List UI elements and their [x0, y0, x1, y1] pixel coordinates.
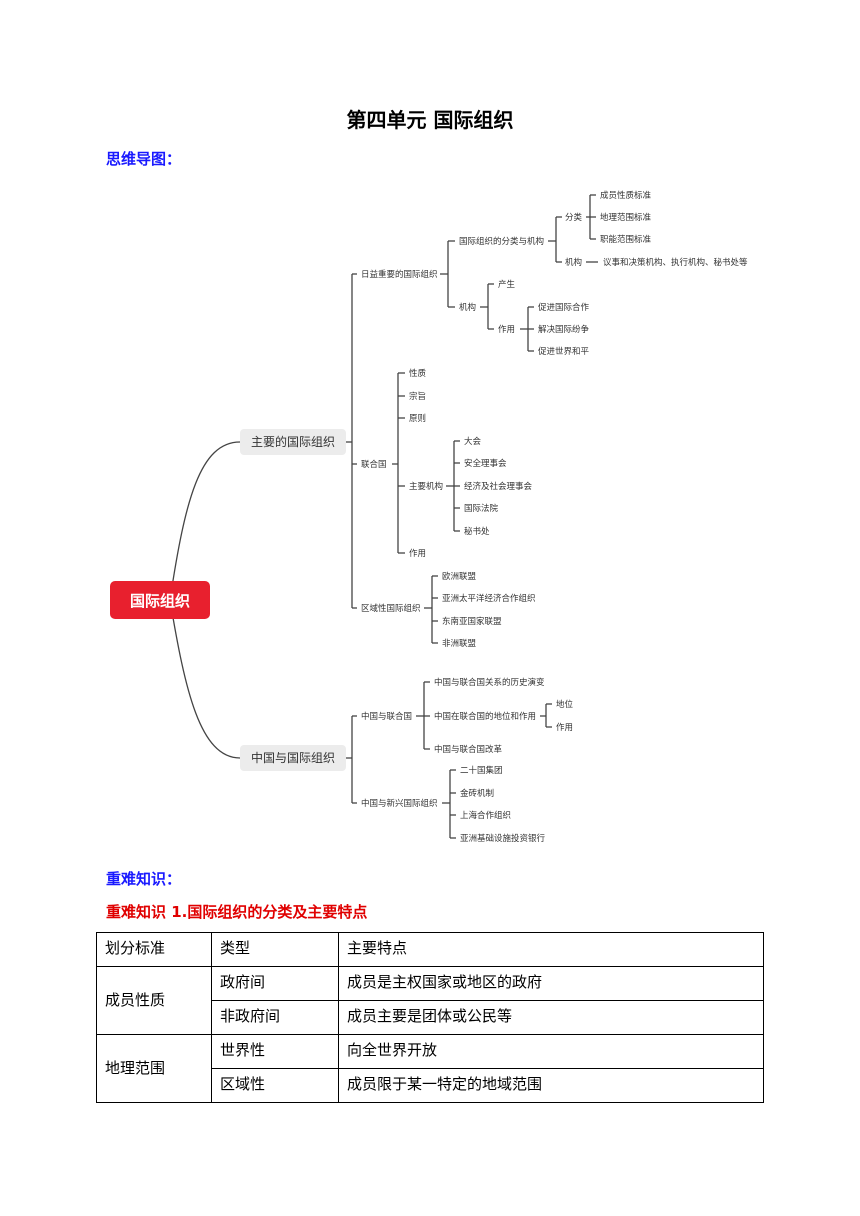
root-label: 国际组织: [130, 592, 190, 610]
node-label: 地位: [556, 699, 574, 710]
node-label: 中国与联合国改革: [434, 744, 503, 755]
node-label: 经济及社会理事会: [464, 481, 533, 492]
mind-map: 国际组织 主要的国际组织 中国与国际组织 日益重要的国际组织 国际组织的分类与机…: [110, 190, 748, 844]
table-cell-type: 政府间: [211, 966, 339, 1001]
node-label: 产生: [498, 279, 516, 290]
node-label: 议事和决策机构、执行机构、秘书处等: [603, 257, 748, 268]
page-title: 第四单元 国际组织: [346, 108, 514, 132]
node-label: 原则: [409, 413, 426, 424]
node-label: 中国在联合国的地位和作用: [434, 711, 536, 722]
table-cell-type: 世界性: [211, 1034, 339, 1069]
table-row: 成员性质 政府间 成员是主权国家或地区的政府: [96, 966, 764, 1035]
classification-table: 划分标准 类型 主要特点 成员性质 政府间 成员是主权国家或地区的政府 非政府间…: [96, 932, 764, 1103]
key-knowledge-1-heading: 重难知识 1.国际组织的分类及主要特点: [106, 903, 368, 921]
branch-main-orgs-label: 主要的国际组织: [251, 434, 335, 449]
node-label: 机构: [565, 257, 582, 268]
node-label: 国际组织的分类与机构: [459, 236, 544, 247]
table-cell-standard: 地理范围: [96, 1034, 212, 1103]
key-knowledge-heading: 重难知识：: [106, 870, 182, 888]
node-label: 东南亚国家联盟: [442, 616, 502, 627]
node-label: 日益重要的国际组织: [361, 269, 438, 280]
node-label: 国际法院: [464, 503, 499, 514]
table-cell-feature: 成员是主权国家或地区的政府: [338, 966, 764, 1001]
branch-china-orgs-label: 中国与国际组织: [251, 750, 335, 765]
node-label: 解决国际纷争: [538, 324, 590, 335]
table-cell-type: 非政府间: [211, 1000, 339, 1035]
node-label: 上海合作组织: [460, 810, 511, 821]
node-label: 金砖机制: [460, 788, 494, 799]
table-cell-standard: 成员性质: [96, 966, 212, 1035]
table-cell-type: 区域性: [211, 1068, 339, 1103]
table-cell-feature: 向全世界开放: [338, 1034, 764, 1069]
node-label: 分类: [565, 212, 583, 223]
node-label: 欧洲联盟: [442, 571, 477, 582]
node-label: 秘书处: [464, 526, 490, 537]
table-header-cell: 类型: [211, 932, 339, 967]
node-label: 亚洲太平洋经济合作组织: [442, 593, 536, 604]
mindmap-labels: 日益重要的国际组织 国际组织的分类与机构 分类 成员性质标准 地理范围标准 职能…: [361, 190, 748, 844]
branch-main-orgs: [240, 429, 346, 455]
node-label: 非洲联盟: [442, 638, 477, 649]
node-label: 作用: [556, 722, 573, 733]
table-row: 地理范围 世界性 向全世界开放: [96, 1034, 764, 1103]
table-cell-feature: 成员主要是团体或公民等: [338, 1000, 764, 1035]
node-label: 促进国际合作: [538, 302, 590, 313]
node-label: 中国与联合国关系的历史演变: [434, 677, 545, 688]
table-row: 非政府间 成员主要是团体或公民等: [97, 1000, 764, 1035]
node-label: 职能范围标准: [600, 234, 652, 245]
node-label: 中国与联合国: [361, 711, 412, 722]
node-label: 机构: [459, 302, 476, 313]
branch-china-orgs: [240, 745, 346, 771]
root-node: [110, 581, 210, 619]
node-label: 二十国集团: [460, 765, 503, 776]
node-label: 联合国: [361, 459, 387, 470]
node-label: 作用: [409, 548, 426, 559]
table-header-row: 划分标准 类型 主要特点: [96, 932, 764, 967]
table-cell-feature: 成员限于某一特定的地域范围: [338, 1068, 764, 1103]
node-label: 区域性国际组织: [361, 603, 421, 614]
node-label: 性质: [409, 368, 427, 379]
mindmap-heading: 思维导图：: [106, 150, 182, 168]
node-label: 地理范围标准: [600, 212, 652, 223]
table-header-cell: 主要特点: [338, 932, 764, 967]
node-label: 亚洲基础设施投资银行: [460, 833, 546, 844]
table-row: 区域性 成员限于某一特定的地域范围: [97, 1068, 764, 1103]
node-label: 中国与新兴国际组织: [361, 798, 438, 809]
table-header-cell: 划分标准: [96, 932, 212, 967]
node-label: 作用: [498, 324, 515, 335]
node-label: 大会: [464, 436, 482, 447]
node-label: 宗旨: [409, 391, 426, 402]
node-label: 成员性质标准: [600, 190, 652, 201]
node-label: 促进世界和平: [538, 346, 590, 357]
node-label: 主要机构: [409, 481, 443, 492]
node-label: 安全理事会: [464, 458, 507, 469]
